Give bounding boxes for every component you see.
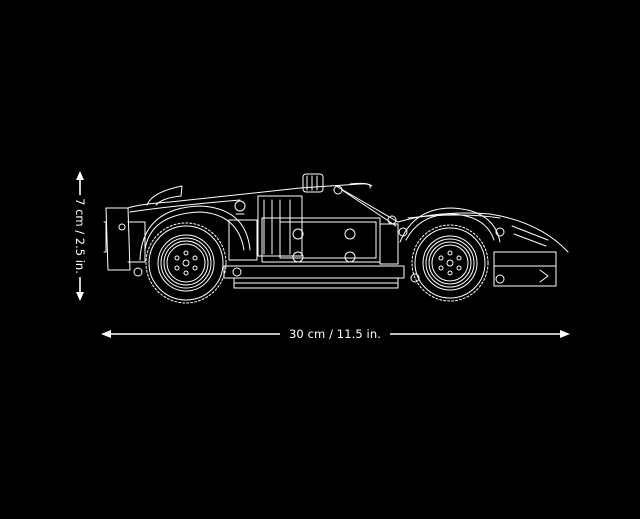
- front-wheel: [411, 224, 489, 302]
- length-dimension-label: 30 cm / 11.5 in.: [280, 325, 390, 343]
- length-dimension-arrow: [101, 330, 570, 338]
- height-dimension-label: 7 cm / 2.5 in.: [73, 195, 87, 277]
- car-body: [103, 173, 569, 289]
- rear-wheel: [145, 222, 227, 304]
